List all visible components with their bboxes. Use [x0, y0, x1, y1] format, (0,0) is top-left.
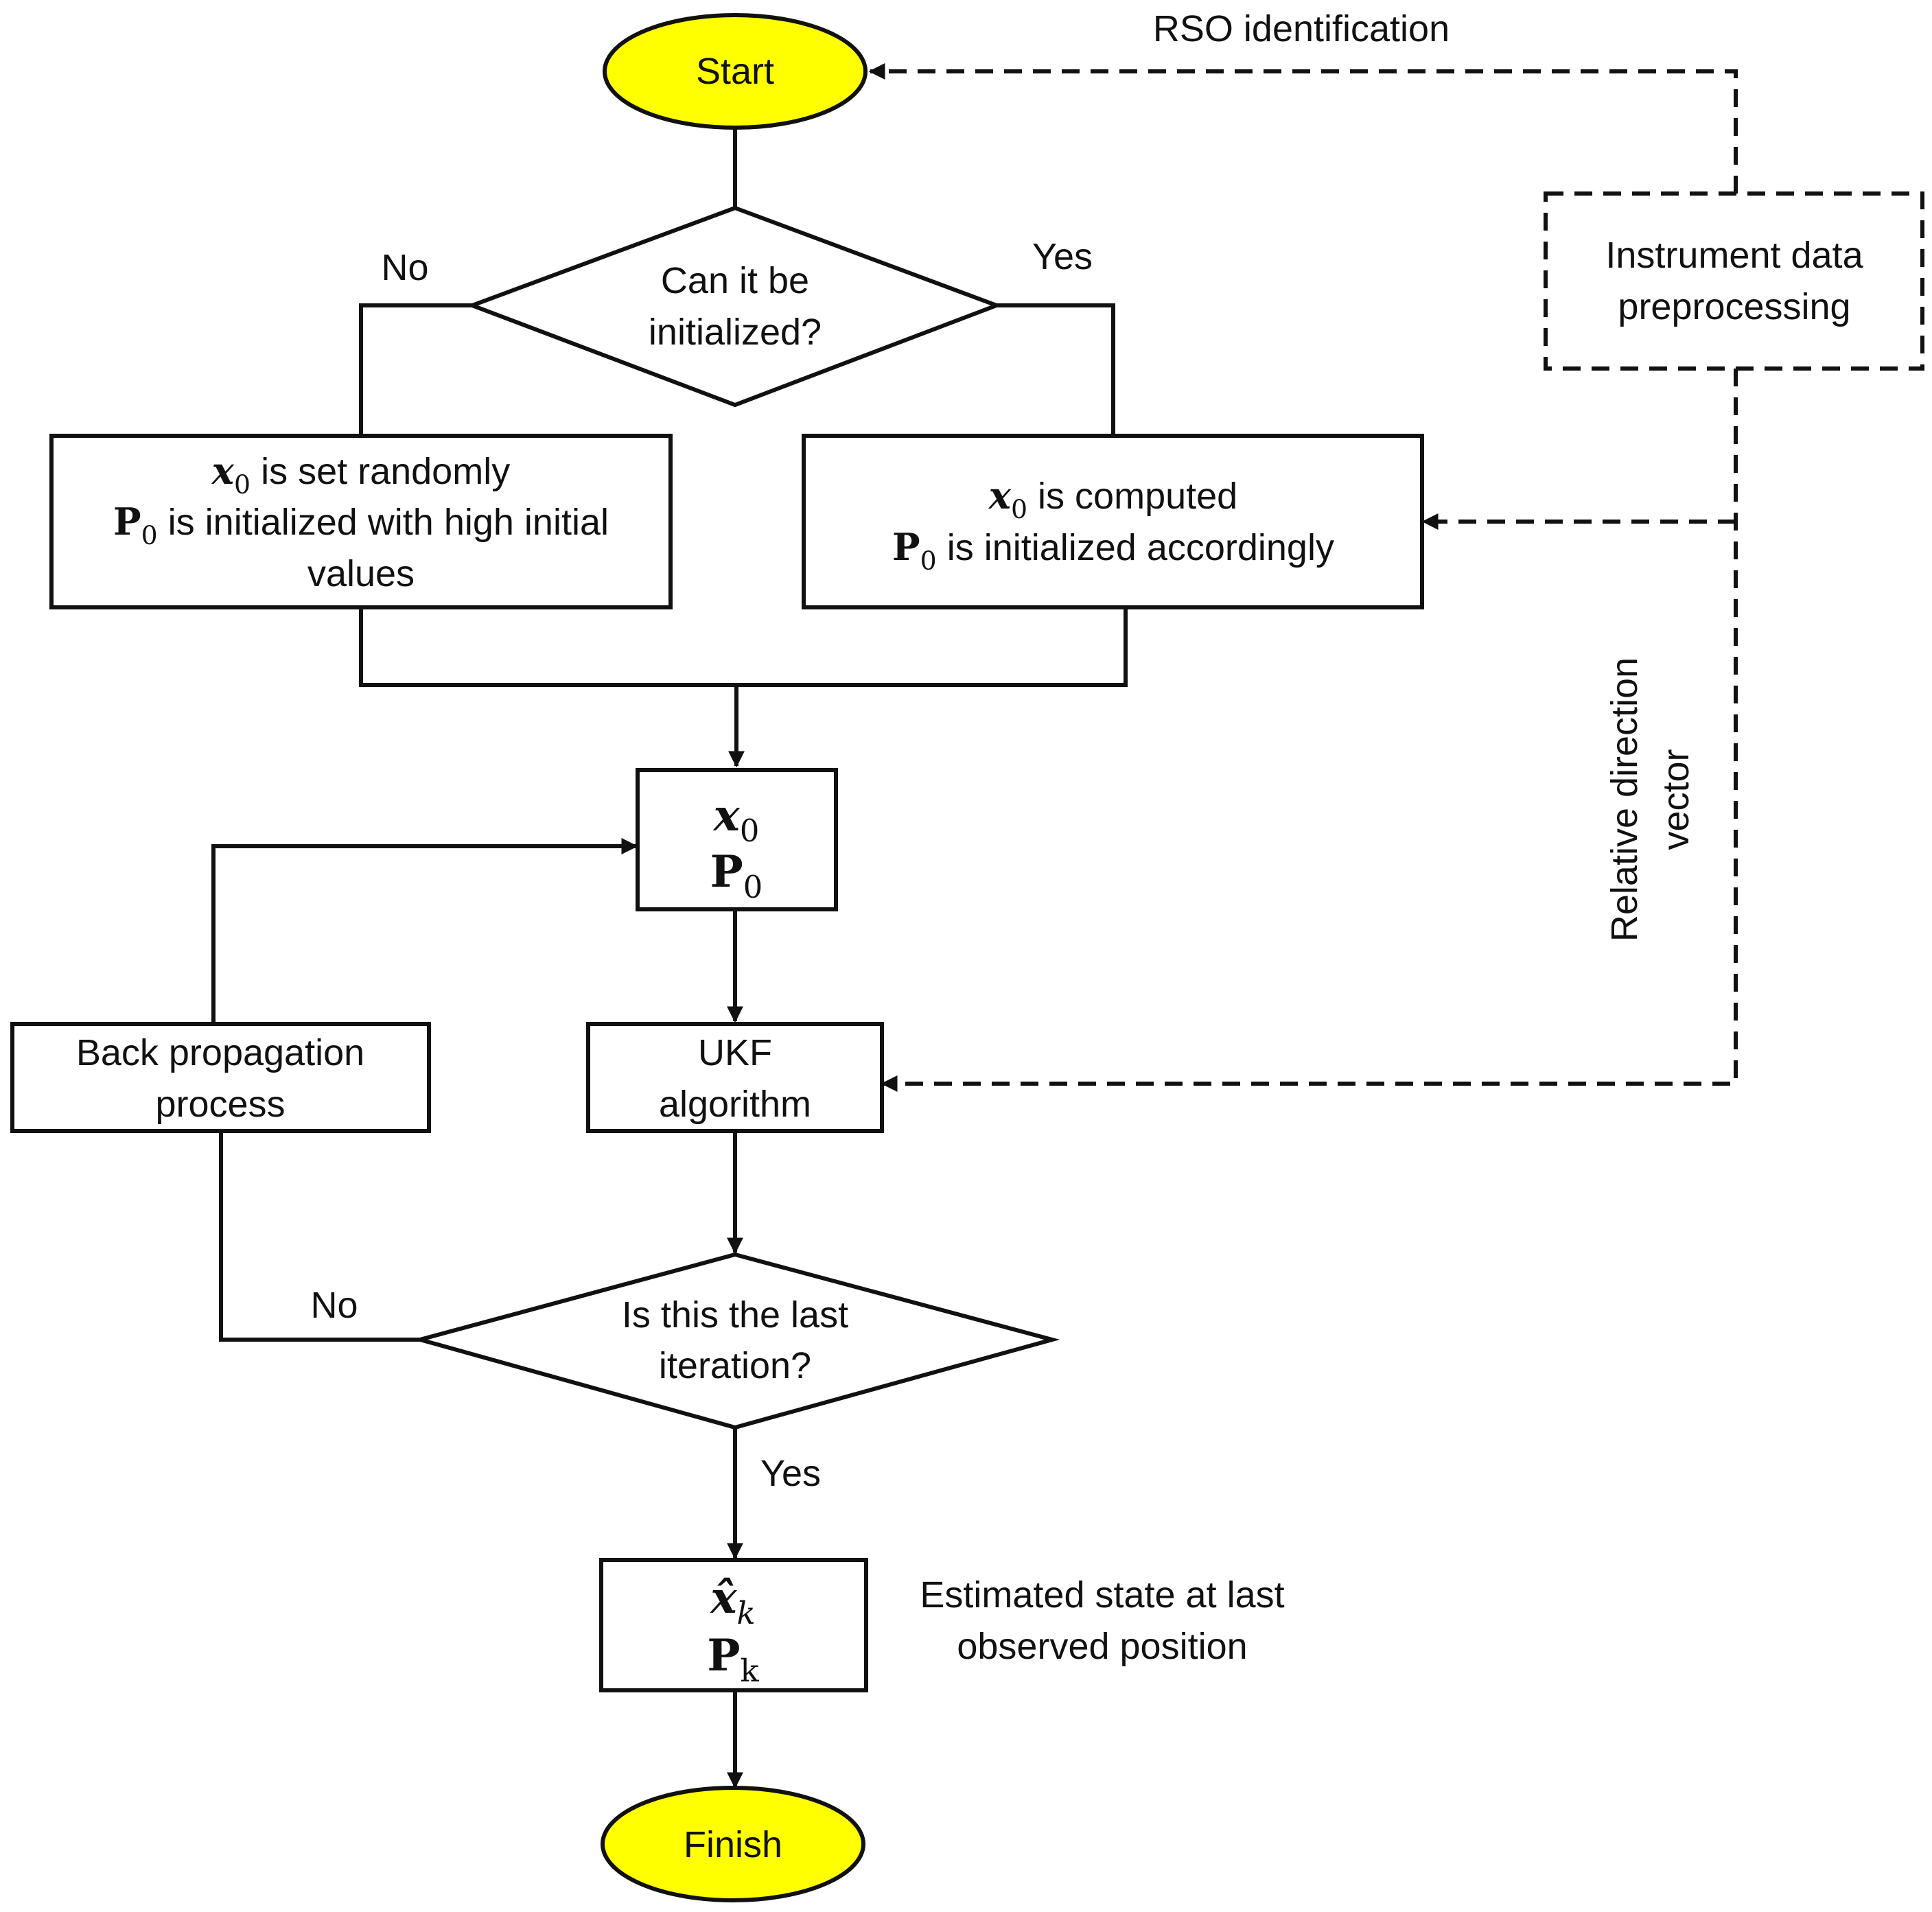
computed-init-line-1: x0 is computed: [988, 474, 1237, 524]
random-init-box: x0 is set randomly P0 is initialized wit…: [49, 434, 673, 609]
ukf-line-2: algorithm: [659, 1084, 811, 1125]
computed-init-box: x0 is computed P0 is initialized accordi…: [802, 434, 1424, 609]
dashed-connectors: [868, 63, 1738, 1092]
label-no-top: No: [381, 247, 428, 288]
label-yes-top: Yes: [1032, 236, 1093, 277]
connector-yes-branch: [997, 303, 1115, 434]
relative-direction-line-2: vector: [1655, 749, 1697, 850]
annotation-relative-direction: Relative direction vector: [1604, 657, 1697, 942]
decision-can-initialize: Can it be initialized?: [466, 205, 1003, 408]
back-propagation-line-2: process: [155, 1084, 285, 1125]
decision-last-line-1: Is this the last: [622, 1294, 848, 1336]
finish-label: Finish: [684, 1824, 782, 1865]
estimated-state-box: x̂k Pk: [599, 1558, 868, 1692]
annotation-estimated-state-2: observed position: [957, 1626, 1247, 1667]
label-no-bottom: No: [310, 1285, 358, 1326]
connector-decision-no-to-backprop: [219, 1131, 420, 1342]
initial-state-box: x0 P0: [636, 768, 838, 911]
connector-random-to-merge: [359, 607, 1128, 687]
initial-state-p: P0: [710, 846, 763, 905]
instrument-preprocessing-box: Instrument data preprocessing: [1544, 191, 1924, 371]
decision-init-line-1: Can it be: [661, 260, 809, 301]
instrument-line-1: Instrument data: [1605, 235, 1863, 276]
label-yes-bottom: Yes: [760, 1453, 821, 1494]
relative-direction-line-1: Relative direction: [1604, 657, 1645, 942]
connector-no-branch: [359, 303, 472, 434]
ukf-line-1: UKF: [698, 1032, 772, 1073]
random-init-line-1: x0 is set randomly: [211, 449, 510, 500]
annotation-rso-identification: RSO identification: [1153, 8, 1450, 49]
decision-init-line-2: initialized?: [649, 312, 822, 353]
start-terminal: Start: [603, 13, 868, 130]
ukf-box: UKF algorithm: [586, 1022, 884, 1133]
random-init-line-2: P0 is initialized with high initial: [113, 500, 609, 550]
annotation-estimated-state-1: Estimated state at last: [920, 1574, 1284, 1616]
back-propagation-line-1: Back propagation: [76, 1032, 364, 1073]
random-init-line-3: values: [307, 553, 415, 594]
arrow-backprop-to-initial-state: [211, 838, 638, 1023]
start-label: Start: [696, 51, 774, 92]
computed-init-line-2: P0 is initialized accordingly: [892, 525, 1334, 576]
dashed-connector-instrument-to-ukf: [881, 369, 1738, 1092]
decision-last-iteration: Is this the last iteration?: [412, 1252, 1060, 1430]
estimated-state-x: x̂k: [709, 1572, 755, 1631]
solid-connectors: [211, 128, 1128, 1789]
dashed-arrow-instrument-to-start: [868, 63, 1738, 194]
estimated-state-p: Pk: [707, 1630, 759, 1689]
decision-last-line-2: iteration?: [659, 1345, 811, 1386]
initial-state-x: x0: [712, 790, 760, 849]
instrument-line-2: preprocessing: [1618, 286, 1850, 327]
finish-terminal: Finish: [601, 1786, 865, 1902]
back-propagation-box: Back propagation process: [10, 1022, 431, 1133]
